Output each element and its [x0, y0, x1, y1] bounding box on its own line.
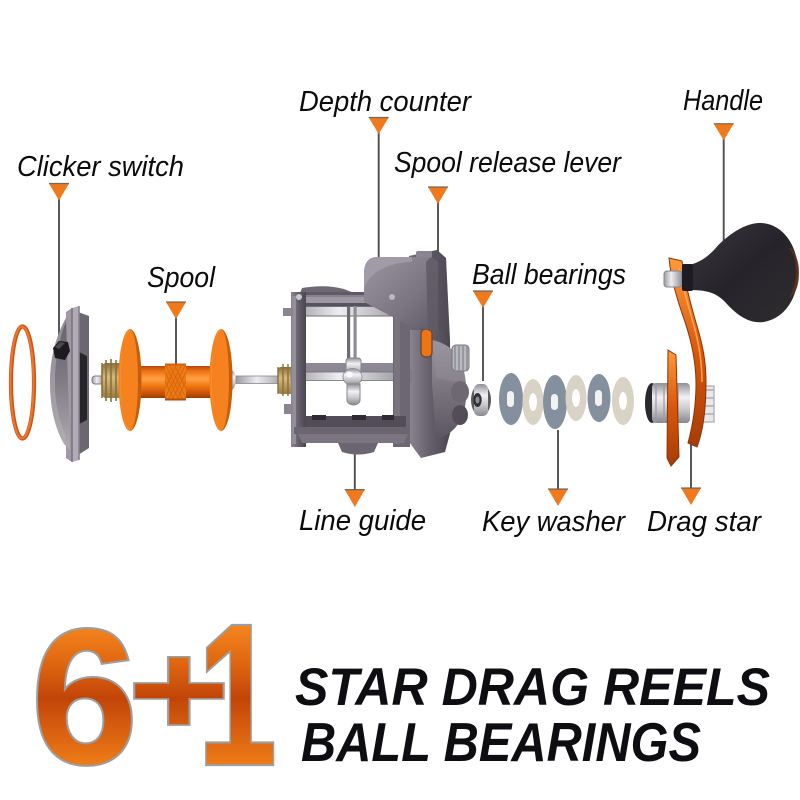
svg-text:6: 6 — [31, 589, 138, 800]
svg-text:Drag star: Drag star — [647, 506, 762, 538]
svg-text:Depth counter: Depth counter — [299, 86, 472, 118]
svg-text:STAR DRAG REELS: STAR DRAG REELS — [295, 658, 770, 717]
svg-text:Line guide: Line guide — [299, 505, 426, 537]
svg-text:1: 1 — [198, 583, 277, 800]
svg-text:Clicker switch: Clicker switch — [17, 151, 184, 183]
svg-text:+: + — [128, 616, 230, 762]
svg-text:Spool release lever: Spool release lever — [394, 147, 622, 179]
svg-text:Spool: Spool — [147, 262, 216, 294]
svg-text:Key washer: Key washer — [482, 506, 626, 538]
svg-text:BALL BEARINGS: BALL BEARINGS — [301, 711, 701, 773]
svg-text:Handle: Handle — [683, 85, 763, 117]
svg-text:Ball bearings: Ball bearings — [472, 259, 626, 291]
